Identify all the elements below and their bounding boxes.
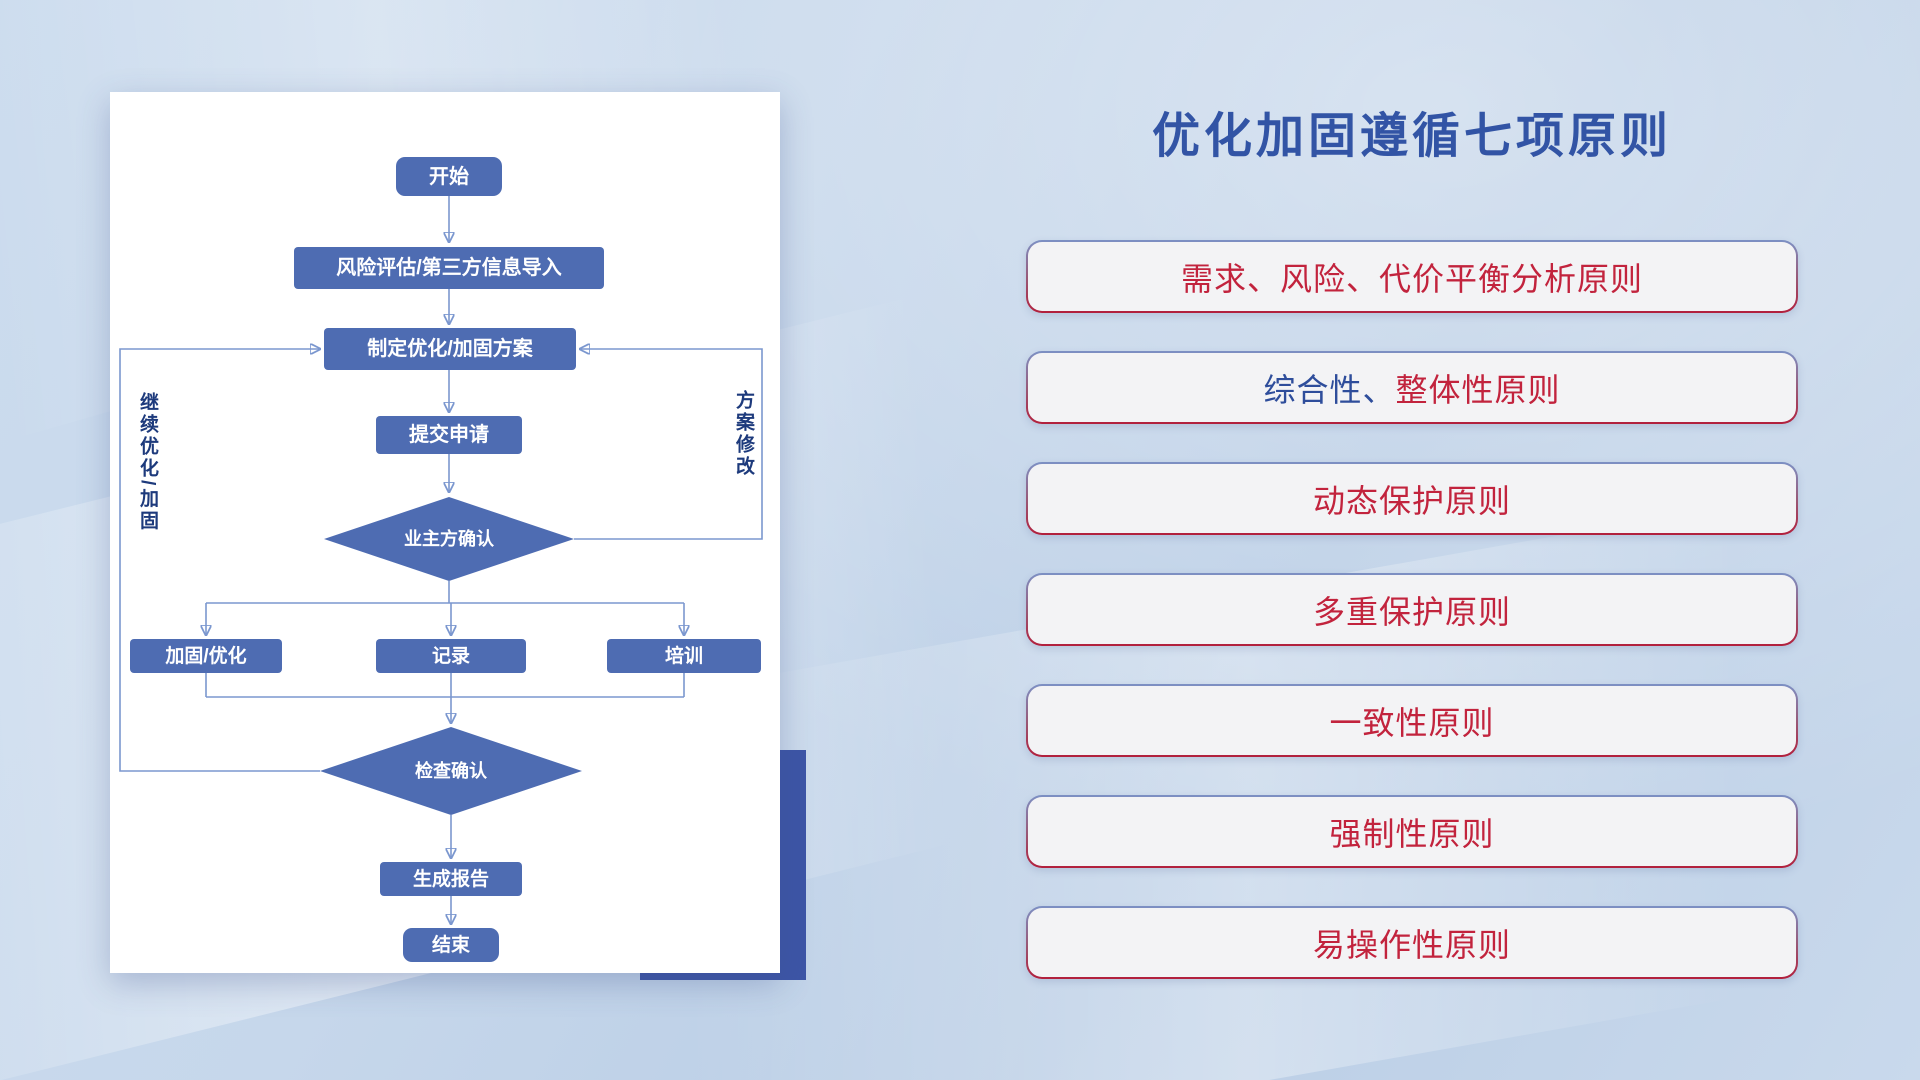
flow-node-label: 结束: [431, 934, 470, 956]
principle-pill: 动态保护原则: [1026, 462, 1798, 535]
flow-connectors: [119, 196, 763, 973]
flow-node-submit: 提交申请: [376, 416, 522, 454]
flow-node-start: 开始: [396, 157, 502, 196]
principle-text: 动态保护原则: [1028, 464, 1796, 533]
flow-node-record: 记录: [376, 639, 526, 673]
principle-segment: 需求、风险、代价平衡分析原则: [1180, 260, 1643, 297]
principle-pill: 一致性原则: [1026, 684, 1798, 757]
flow-node-label: 业主方确认: [404, 529, 494, 549]
flow-node-make-plan: 制定优化/加固方案: [324, 328, 576, 370]
panel-title: 优化加固遵循七项原则: [1151, 110, 1672, 163]
principle-pill: 多重保护原则: [1026, 573, 1798, 646]
principle-segment: 一致性原则: [1329, 704, 1495, 741]
principle-text: 多重保护原则: [1028, 575, 1796, 644]
flow-label-continue-loop: 继续优化/加固: [137, 392, 158, 533]
principles-list: 需求、风险、代价平衡分析原则综合性、整体性原则动态保护原则多重保护原则一致性原则…: [1026, 240, 1798, 979]
flow-node-label: 培训: [664, 645, 703, 667]
principles-panel: 优化加固遵循七项原则 需求、风险、代价平衡分析原则综合性、整体性原则动态保护原则…: [1026, 96, 1798, 979]
flow-node-label: 提交申请: [409, 424, 489, 446]
principle-text: 综合性、整体性原则: [1028, 353, 1796, 422]
flow-node-label: 检查确认: [415, 761, 487, 781]
flow-node-label: 开始: [429, 165, 469, 188]
flow-node-label: 加固/优化: [165, 645, 247, 667]
principle-text: 需求、风险、代价平衡分析原则: [1028, 242, 1796, 311]
principle-segment: 整体性原则: [1395, 371, 1561, 408]
flowchart-card: 开始 风险评估/第三方信息导入 制定优化/加固方案 提交申请 业主方确认 加固/…: [110, 92, 780, 973]
flow-node-label: 记录: [431, 645, 470, 667]
flow-node-risk-import: 风险评估/第三方信息导入: [294, 247, 604, 289]
principle-pill: 强制性原则: [1026, 795, 1798, 868]
principle-pill: 易操作性原则: [1026, 906, 1798, 979]
principle-segment: 易操作性原则: [1312, 926, 1511, 963]
flow-node-end: 结束: [403, 928, 499, 962]
principle-pill: 需求、风险、代价平衡分析原则: [1026, 240, 1798, 313]
principle-text: 易操作性原则: [1028, 908, 1796, 977]
flow-node-report: 生成报告: [380, 862, 522, 896]
flow-node-label: 风险评估/第三方信息导入: [336, 257, 562, 279]
flow-node-train: 培训: [607, 639, 761, 673]
flow-node-label: 生成报告: [412, 868, 489, 890]
principle-segment: 动态保护原则: [1312, 482, 1511, 519]
principle-text: 强制性原则: [1028, 797, 1796, 866]
principle-segment: 强制性原则: [1329, 815, 1495, 852]
principle-segment: 多重保护原则: [1312, 593, 1511, 630]
principle-segment: 综合性、: [1263, 371, 1396, 408]
principle-text: 一致性原则: [1028, 686, 1796, 755]
flow-node-harden: 加固/优化: [130, 639, 282, 673]
principle-pill: 综合性、整体性原则: [1026, 351, 1798, 424]
flow-node-label: 制定优化/加固方案: [367, 338, 533, 360]
flow-label-modify-loop: 方案修改: [733, 390, 754, 478]
